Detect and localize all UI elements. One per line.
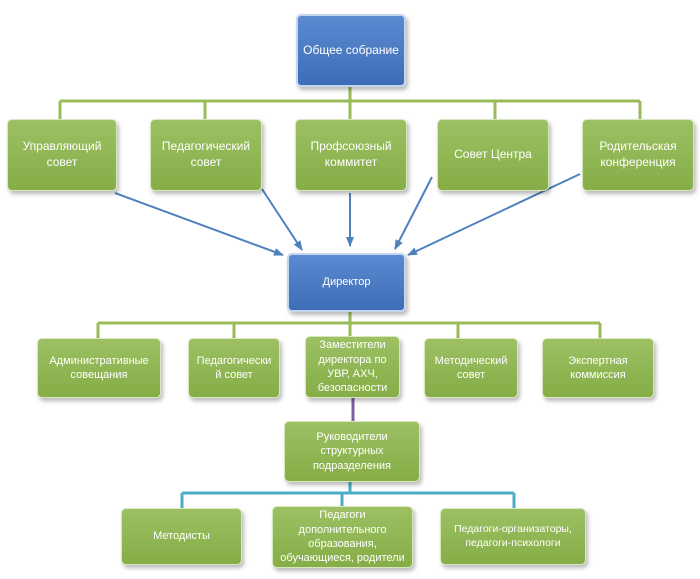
arrow-parent-conference-to-director <box>407 173 581 256</box>
node-general-meeting: Общее собрание <box>296 14 406 87</box>
node-center-council: Совет Центра <box>437 119 549 191</box>
node-administrative-meetings: Административные совещания <box>37 338 161 398</box>
node-methodical-council: Методический совет <box>424 338 518 398</box>
node-organizers-psychologists: Педагоги-организаторы, педагоги-психолог… <box>440 508 586 565</box>
arrow-pedagogical-council-to-director <box>261 188 303 251</box>
node-trade-union-committee: Профсоюзный коммитет <box>295 119 407 191</box>
arrow-center-council-to-director <box>394 176 433 250</box>
node-pedagogical-council-2: Педагогически й совет <box>188 338 280 398</box>
node-parent-conference: Родительская конференция <box>582 119 694 191</box>
arrow-governing-council-to-director <box>114 192 284 256</box>
node-director: Директор <box>287 253 406 312</box>
node-governing-council: Управляющий совет <box>7 119 117 191</box>
connector-general-meeting-councils <box>58 87 642 119</box>
connector-unit-heads-staff <box>180 482 516 508</box>
node-methodologists: Методисты <box>121 508 242 565</box>
node-pedagogical-council: Педагогический совет <box>150 119 262 191</box>
node-extra-education-teachers: Педагоги дополнительного образования, об… <box>272 506 413 568</box>
node-unit-heads: Руководители структурных подразделения <box>284 421 420 482</box>
connector-director-structures <box>96 312 602 338</box>
node-expert-commission: Экспертная коммиссия <box>542 338 654 398</box>
node-deputy-directors: Заместители директора по УВР, АХЧ, безоп… <box>305 336 400 398</box>
